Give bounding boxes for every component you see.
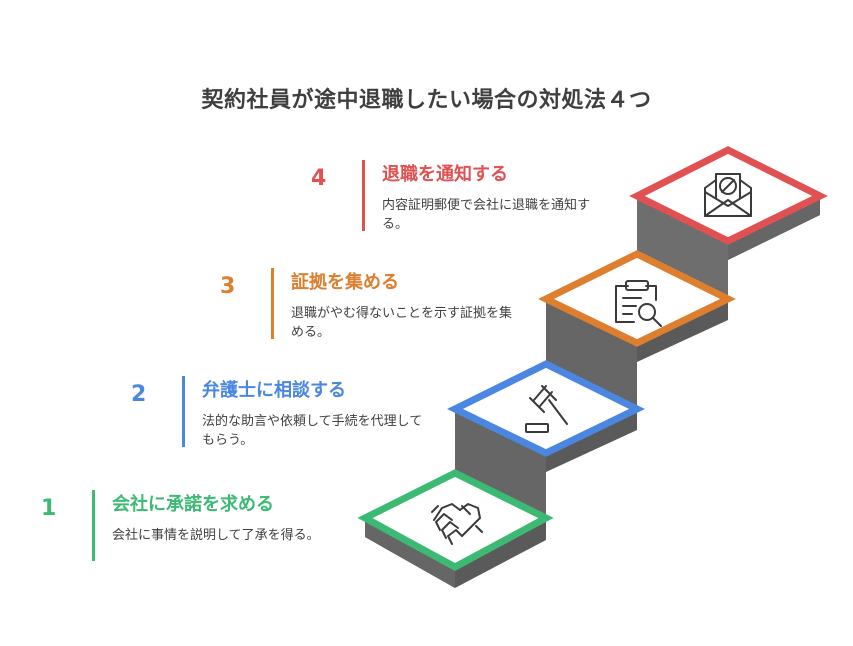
step3-accent-bar xyxy=(271,268,274,339)
step4-top xyxy=(629,146,828,245)
clipboard-search-icon xyxy=(615,280,662,327)
step1-description: 会社に事情を説明して了承を得る。 xyxy=(112,528,320,543)
step2-title: 弁護士に相談する xyxy=(202,380,346,401)
step4-description: 内容証明郵便で会社に退職を通知する。 xyxy=(382,198,591,232)
step2-number: 2 xyxy=(131,382,147,407)
step4-accent-bar xyxy=(362,160,365,231)
step3-number: 3 xyxy=(220,274,236,299)
step2-description: 法的な助言や依頼して手続を代理してもらう。 xyxy=(202,414,423,448)
mail-block-icon xyxy=(704,173,752,217)
page-title: 契約社員が途中退職したい場合の対処法４つ xyxy=(201,88,652,113)
step1-top xyxy=(357,469,554,571)
step4-number: 4 xyxy=(311,166,327,191)
step1-number: 1 xyxy=(41,496,57,521)
step2-accent-bar xyxy=(182,376,185,447)
step3-description: 退職がやむ得ないことを示す証拠を集める。 xyxy=(291,306,513,340)
handshake-icon xyxy=(431,503,483,545)
step1-title: 会社に承諾を求める xyxy=(112,494,274,515)
step1-accent-bar xyxy=(92,490,95,561)
step3-title: 証拠を集める xyxy=(291,272,399,293)
step2-top xyxy=(447,360,645,457)
step4-title: 退職を通知する xyxy=(382,164,508,185)
gavel-icon xyxy=(525,385,568,433)
